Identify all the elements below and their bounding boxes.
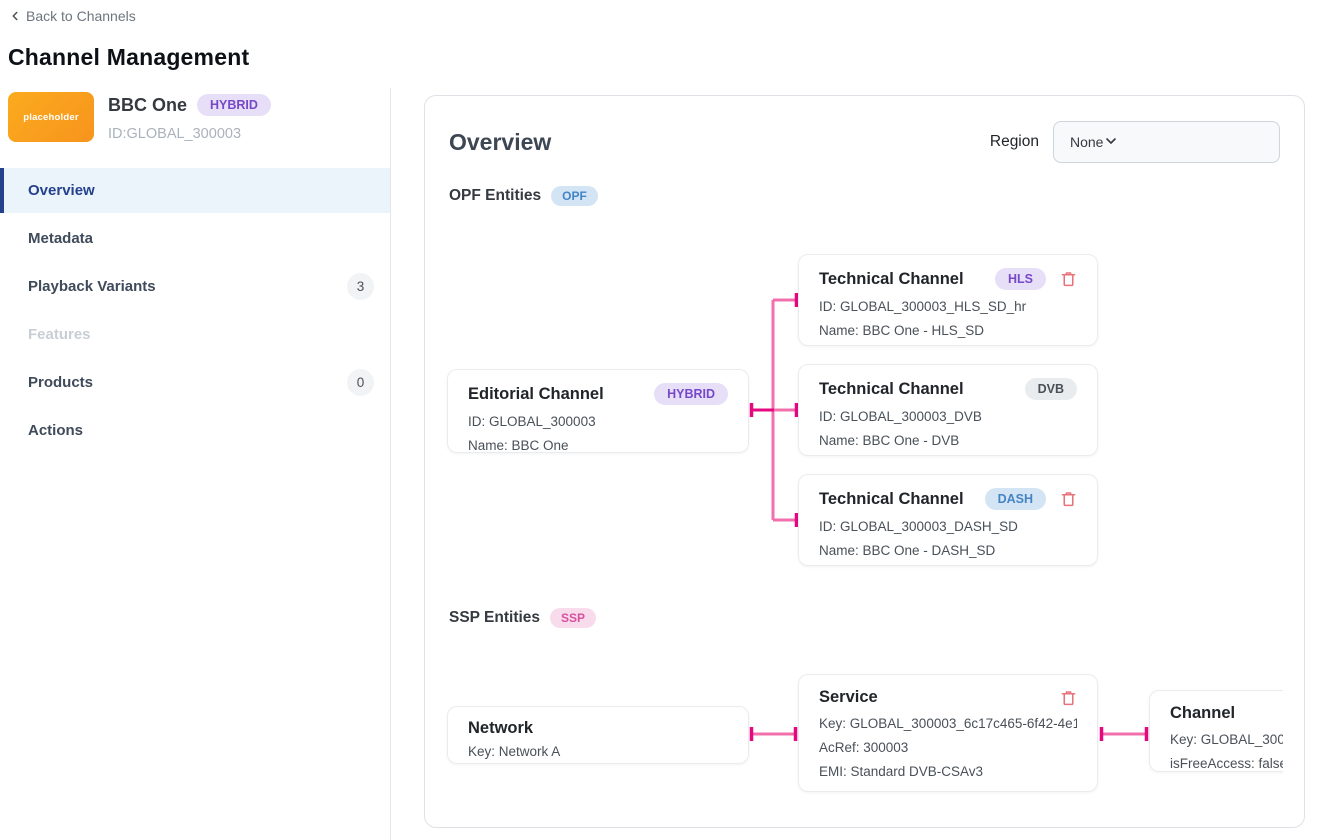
delete-service-button[interactable] xyxy=(1060,689,1077,707)
trash-icon xyxy=(1060,492,1077,511)
card-line-name: Name: BBC One xyxy=(468,438,569,453)
card-line-id: ID: GLOBAL_300003 xyxy=(468,414,596,429)
opf-section-header: OPF Entities OPF xyxy=(449,186,598,206)
channel-name: BBC One xyxy=(108,94,188,115)
sidebar-divider xyxy=(390,88,391,840)
ssp-section-header: SSP Entities SSP xyxy=(449,608,597,628)
card-title: Technical Channel xyxy=(819,269,964,288)
trash-icon xyxy=(1060,272,1077,291)
chevron-down-icon xyxy=(1103,133,1119,152)
opf-section-title: OPF Entities xyxy=(449,187,542,204)
card-line-id: ID: GLOBAL_300003_HLS_SD_hr xyxy=(819,299,1027,314)
card-line-key: Key: GLOBAL_300003_6c17c465-6f42-4e18-..… xyxy=(819,716,1077,731)
card-line-key: Key: Network A xyxy=(468,744,561,759)
region-select-value: None xyxy=(1070,134,1104,150)
entity-diagram: OPF Entities OPF Editorial Channel HYBRI… xyxy=(425,96,1283,829)
delete-technical-channel-hls-button[interactable] xyxy=(1060,270,1077,288)
opf-badge: OPF xyxy=(551,186,598,206)
sidebar-item-label: Metadata xyxy=(28,230,94,247)
sidebar-item-playback-variants[interactable]: Playback Variants 3 xyxy=(0,264,390,309)
card-line-emi: EMI: Standard DVB-CSAv3 xyxy=(819,764,984,779)
card-line-name: Name: BBC One - DVB xyxy=(819,433,960,448)
sidebar-item-overview[interactable]: Overview xyxy=(0,168,390,213)
sidebar-item-label: Overview xyxy=(28,182,95,199)
sidebar-item-count-badge: 0 xyxy=(347,369,374,396)
sidebar-item-count-badge: 3 xyxy=(347,273,374,300)
technical-channel-dvb-card: Technical Channel DVB ID: GLOBAL_300003_… xyxy=(798,364,1098,456)
channel-id: ID:GLOBAL_300003 xyxy=(108,126,242,142)
sidebar-item-actions[interactable]: Actions xyxy=(0,408,390,453)
technical-channel-dash-card: Technical Channel DASH ID: GLOBAL_300003… xyxy=(798,474,1098,566)
channel-logo-placeholder: placeholder xyxy=(8,92,94,142)
channel-meta: BBC One HYBRID ID:GLOBAL_300003 xyxy=(108,94,271,142)
card-title: Technical Channel xyxy=(819,379,964,398)
card-title: Technical Channel xyxy=(819,489,964,508)
sidebar-item-label: Features xyxy=(28,326,91,343)
panel-title: Overview xyxy=(449,128,552,155)
dash-badge: DASH xyxy=(984,488,1046,510)
sidebar-item-features: Features xyxy=(0,312,390,357)
card-title: Network xyxy=(468,719,534,737)
card-line-name: Name: BBC One - DASH_SD xyxy=(819,543,996,558)
technical-channel-hls-card: Technical Channel HLS ID: GLOBAL_300003_… xyxy=(798,254,1098,346)
ssp-channel-card: Channel Key: GLOBAL_30000 isFreeAccess: … xyxy=(1149,690,1283,772)
channel-type-badge: HYBRID xyxy=(197,94,271,116)
overview-panel: Overview Region None xyxy=(424,95,1305,828)
service-card: Service Key: GLOBAL_300003_6c17c465-6f42… xyxy=(798,674,1098,792)
sidebar-nav: Overview Metadata Playback Variants 3 Fe… xyxy=(0,168,390,456)
editorial-channel-card: Editorial Channel HYBRID ID: GLOBAL_3000… xyxy=(447,369,749,453)
region-select[interactable]: None xyxy=(1053,121,1280,163)
card-line-name: Name: BBC One - HLS_SD xyxy=(819,323,985,338)
sidebar-item-metadata[interactable]: Metadata xyxy=(0,216,390,261)
card-line-isfreeaccess: isFreeAccess: false xyxy=(1170,756,1283,771)
card-title: Service xyxy=(819,688,878,706)
back-to-channels-link[interactable]: Back to Channels xyxy=(8,8,136,24)
delete-technical-channel-dash-button[interactable] xyxy=(1060,490,1077,508)
back-link-label: Back to Channels xyxy=(26,8,136,24)
panel-header: Overview Region None xyxy=(449,120,1280,164)
card-line-id: ID: GLOBAL_300003_DASH_SD xyxy=(819,519,1018,534)
card-title: Channel xyxy=(1170,704,1236,722)
channel-header: placeholder BBC One HYBRID ID:GLOBAL_300… xyxy=(0,88,390,164)
ssp-section-title: SSP Entities xyxy=(449,609,541,626)
dvb-badge: DVB xyxy=(1024,378,1077,400)
sidebar: placeholder BBC One HYBRID ID:GLOBAL_300… xyxy=(0,88,390,439)
hls-badge: HLS xyxy=(995,268,1046,290)
trash-icon xyxy=(1060,690,1077,710)
card-line-acref: AcRef: 300003 xyxy=(819,740,909,755)
card-line-key: Key: GLOBAL_30000 xyxy=(1170,732,1283,747)
network-card: Network Key: Network A xyxy=(447,706,749,764)
sidebar-item-label: Products xyxy=(28,374,94,391)
sidebar-item-label: Actions xyxy=(28,422,84,439)
card-title: Editorial Channel xyxy=(468,384,604,403)
region-group: Region None xyxy=(990,121,1280,163)
hybrid-badge: HYBRID xyxy=(654,383,728,405)
ssp-badge: SSP xyxy=(550,608,597,628)
sidebar-item-label: Playback Variants xyxy=(28,278,156,295)
card-line-id: ID: GLOBAL_300003_DVB xyxy=(819,409,982,424)
chevron-left-icon xyxy=(8,9,22,23)
page-title: Channel Management xyxy=(8,44,250,70)
region-label: Region xyxy=(989,133,1039,150)
sidebar-item-products[interactable]: Products 0 xyxy=(0,360,390,405)
